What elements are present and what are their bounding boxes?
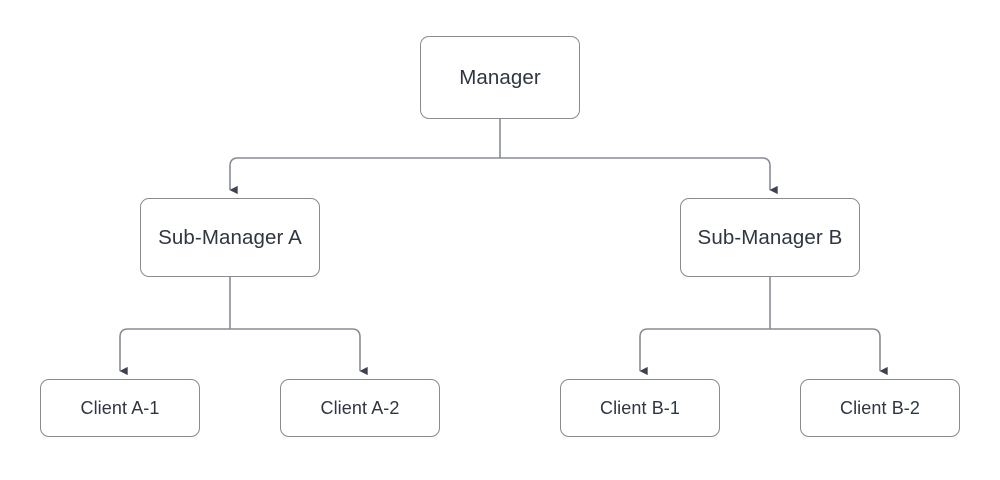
node-sub-manager-b[interactable]: Sub-Manager B <box>680 198 860 277</box>
node-client-b2[interactable]: Client B-2 <box>800 379 960 437</box>
node-client-b1[interactable]: Client B-1 <box>560 379 720 437</box>
node-sub-manager-a-label: Sub-Manager A <box>158 225 302 249</box>
node-client-a2[interactable]: Client A-2 <box>280 379 440 437</box>
node-manager[interactable]: Manager <box>420 36 580 119</box>
node-manager-label: Manager <box>459 65 541 89</box>
edge-manager-to-sub-manager-a <box>229 157 500 195</box>
edge-manager-to-sub-manager-b <box>500 157 778 195</box>
edge-sub-manager-b-to-client-b2 <box>770 328 888 376</box>
node-client-a2-label: Client A-2 <box>320 397 400 418</box>
node-client-a1-label: Client A-1 <box>80 397 160 418</box>
edge-sub-manager-a-to-client-a2 <box>230 328 368 376</box>
edge-sub-manager-b-to-client-b1 <box>639 328 770 376</box>
node-client-b1-label: Client B-1 <box>599 397 681 418</box>
node-client-a1[interactable]: Client A-1 <box>40 379 200 437</box>
node-sub-manager-a[interactable]: Sub-Manager A <box>140 198 320 277</box>
node-client-b2-label: Client B-2 <box>839 397 921 418</box>
node-sub-manager-b-label: Sub-Manager B <box>697 225 843 249</box>
edge-sub-manager-a-to-client-a1 <box>119 328 230 376</box>
